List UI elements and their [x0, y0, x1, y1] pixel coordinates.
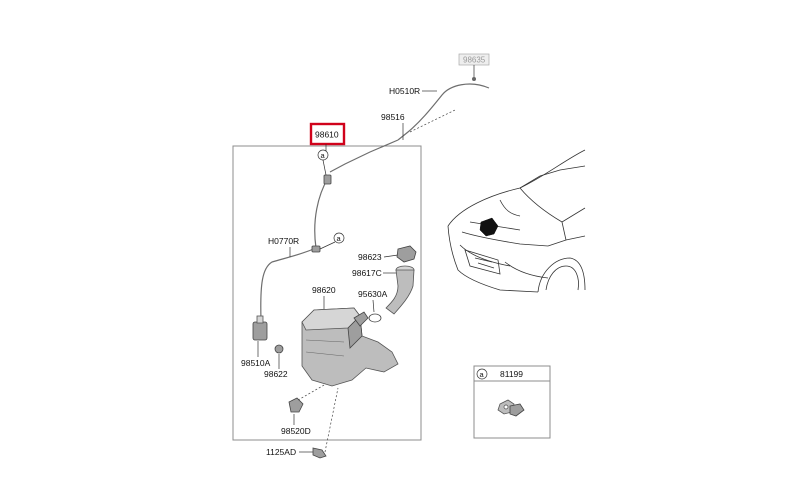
nozzle-tip: [472, 77, 476, 81]
label-98510a: 98510A: [241, 358, 271, 368]
label-98520d: 98520D: [281, 426, 311, 436]
sensor-dash: [297, 383, 327, 401]
detail-callout-a: [476, 368, 488, 380]
seal-ring: [368, 313, 382, 323]
bolt-dash: [324, 387, 339, 453]
detail-callout-a-text: a: [480, 370, 485, 379]
label-95630a: 95630A: [358, 289, 388, 299]
washer-pump-outlet: [256, 315, 264, 324]
leader-callout-a-upper: [322, 159, 327, 176]
highlight-box-98610: [309, 122, 346, 146]
hose-h0770r: [260, 177, 329, 321]
label-h0770r: H0770R: [268, 236, 299, 246]
callout-a-upper-text: a: [321, 151, 326, 160]
hose-connector-lower: [311, 245, 321, 253]
hose-extension: [409, 109, 456, 133]
callout-a-mid-text: a: [337, 234, 342, 243]
hose-connector-upper: [323, 174, 332, 185]
reservoir-location-mark: [479, 217, 499, 237]
leader-98623: [383, 254, 399, 258]
label-1125ad: 1125AD: [266, 447, 296, 457]
label-98610[interactable]: 98610: [315, 130, 339, 140]
reservoir-ridge-1: [305, 339, 345, 343]
vehicle-location-illustration: [447, 149, 586, 293]
leader-95630a: [372, 299, 375, 313]
filler-neck: [385, 269, 415, 315]
pump-grommet: [274, 344, 284, 354]
hose-98516: [329, 139, 399, 173]
label-98635: 98635: [463, 56, 486, 65]
mounting-bolt: [312, 447, 327, 459]
label-h0510r: H0510R: [389, 86, 420, 96]
hose-h0510r: [397, 83, 490, 141]
label-81199: 81199: [500, 369, 523, 379]
detail-frame: [473, 365, 551, 439]
label-98516: 98516: [381, 112, 405, 122]
callout-a-mid: [333, 232, 345, 244]
washer-pump: [252, 321, 268, 341]
label-98622: 98622: [264, 369, 288, 379]
label-98623: 98623: [358, 252, 382, 262]
reservoir-tab: [353, 311, 369, 327]
label-98620: 98620: [312, 285, 336, 295]
assembly-frame: [232, 145, 422, 441]
level-sensor: [288, 397, 304, 413]
label-98617c: 98617C: [352, 268, 382, 278]
filler-cap: [396, 245, 417, 263]
hose-clip-81199: [497, 399, 525, 417]
reservoir-ridge-2: [305, 351, 345, 357]
leader-callout-a-mid: [319, 241, 336, 250]
